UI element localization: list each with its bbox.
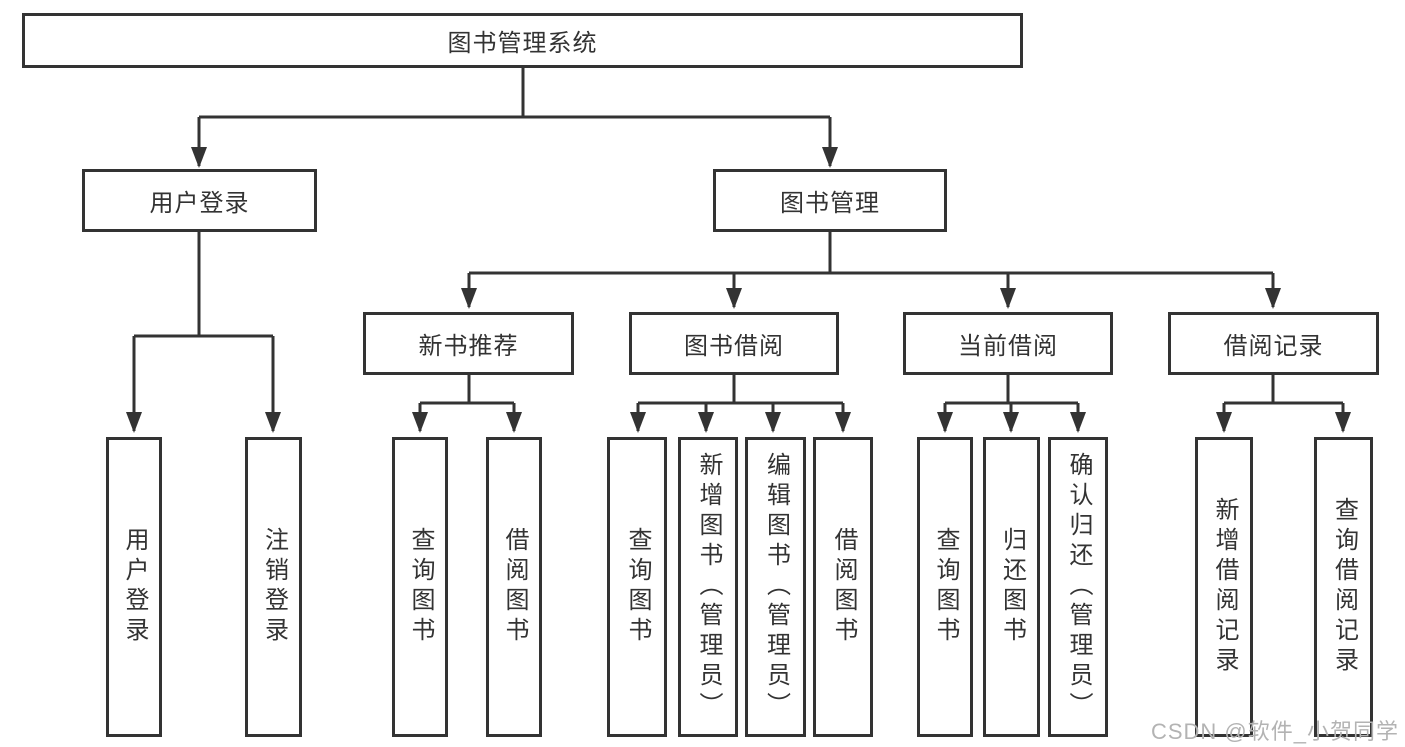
- leaf-return-books: 归还图书: [983, 437, 1040, 737]
- node-current-borrowing: 当前借阅: [903, 312, 1113, 375]
- leaf-add-borrow-record: 新增借阅记录: [1195, 437, 1253, 737]
- leaf-edit-books-admin: 编辑图书（管理员）: [745, 437, 806, 737]
- csdn-watermark: CSDN @软件_小贺同学: [1150, 719, 1399, 744]
- leaf-query-borrow-record: 查询借阅记录: [1314, 437, 1373, 737]
- node-new-book-recommendation: 新书推荐: [363, 312, 574, 375]
- node-book-management: 图书管理: [713, 169, 947, 232]
- leaf-query-books-recommend: 查询图书: [392, 437, 448, 737]
- leaf-user-login: 用户登录: [106, 437, 162, 737]
- node-user-login: 用户登录: [82, 169, 317, 232]
- leaf-query-books-current: 查询图书: [917, 437, 973, 737]
- leaf-add-books-admin: 新增图书（管理员）: [678, 437, 738, 737]
- node-book-borrowing: 图书借阅: [629, 312, 839, 375]
- node-borrowing-records: 借阅记录: [1168, 312, 1379, 375]
- leaf-confirm-return-admin: 确认归还（管理员）: [1048, 437, 1108, 737]
- leaf-query-books-borrow: 查询图书: [607, 437, 667, 737]
- node-library-management-system: 图书管理系统: [22, 13, 1023, 68]
- leaf-borrow-books-recommend: 借阅图书: [486, 437, 542, 737]
- leaf-logout: 注销登录: [245, 437, 302, 737]
- tree-rails: [134, 68, 1343, 405]
- leaf-borrow-books: 借阅图书: [813, 437, 873, 737]
